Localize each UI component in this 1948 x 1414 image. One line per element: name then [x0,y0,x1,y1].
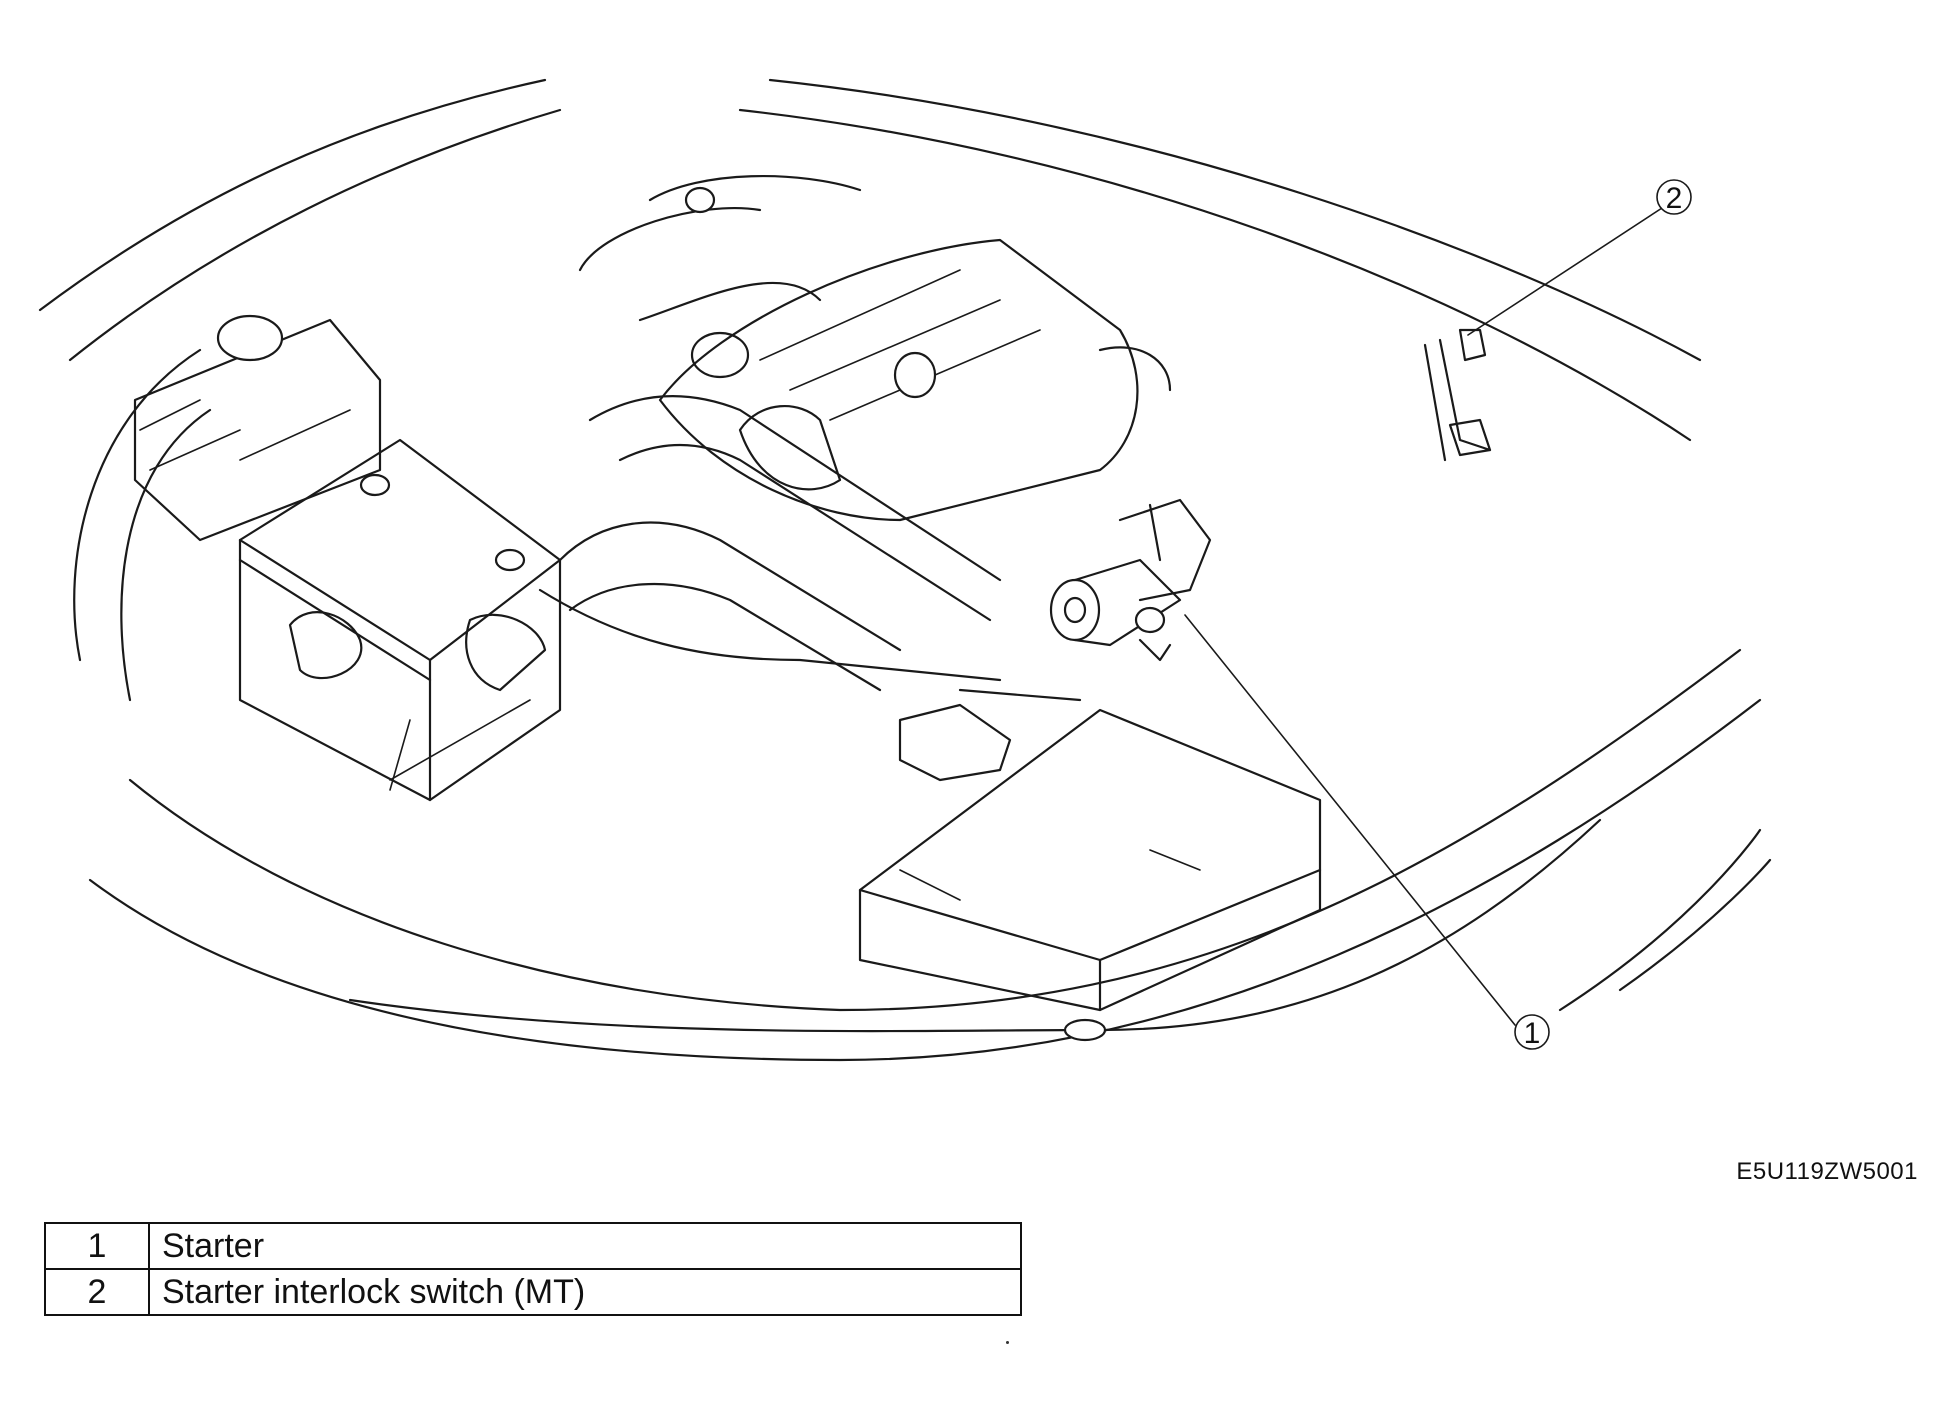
legend-row: 2 Starter interlock switch (MT) [44,1268,1022,1316]
washer-reservoir [133,314,382,542]
engine-cover [658,238,1172,522]
air-cleaner-box [858,703,1322,1012]
legend-number: 1 [44,1222,150,1270]
callout-2-number: 2 [1666,182,1683,215]
figure-code: E5U119ZW5001 [1736,1158,1918,1185]
body-outline [38,78,1772,1062]
coolant-lines [538,588,1107,1042]
intake-hoses [558,174,1002,692]
callout-2: 2 [1656,179,1692,215]
callout-1-number: 1 [1524,1017,1541,1050]
legend-label: Starter [148,1222,1022,1270]
starter-interlock-switch [1423,328,1492,462]
callout-1: 1 [1514,1014,1550,1050]
legend-label: Starter interlock switch (MT) [148,1268,1022,1316]
legend-number: 2 [44,1268,150,1316]
starter [1049,498,1212,662]
battery [238,438,562,802]
legend-table: 1 Starter 2 Starter interlock switch (MT… [44,1222,1022,1316]
leader-lines [389,207,1663,1026]
legend-row: 1 Starter [44,1222,1022,1270]
stray-dot [1006,1341,1009,1344]
